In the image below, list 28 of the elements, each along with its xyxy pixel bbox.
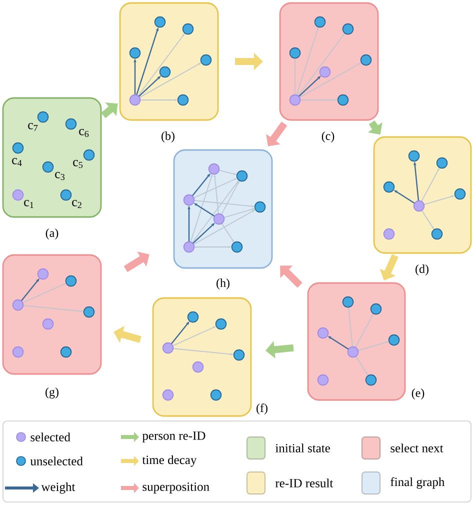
legend-text: time decay	[142, 455, 197, 467]
legend-text: weight	[41, 482, 76, 494]
legend-text: unselected	[30, 456, 83, 466]
block-arrow	[101, 102, 118, 118]
point-label: c$_{6}$	[79, 128, 89, 138]
point-label: c$_{7}$	[28, 123, 38, 131]
panel-caption: (h)	[216, 278, 230, 290]
legend-text: re-ID result	[275, 478, 334, 488]
panel-caption: (c)	[322, 132, 334, 142]
block-arrow	[124, 252, 150, 272]
panel-caption: (b)	[162, 132, 174, 142]
legend-text: person re-ID	[142, 432, 206, 442]
panel-caption: (g)	[46, 388, 58, 398]
legend-text: selected	[30, 432, 70, 442]
point-label: c$_{3}$	[55, 172, 65, 180]
block-arrow	[280, 266, 302, 288]
panel-caption: (f)	[256, 404, 268, 414]
panel-caption: (e)	[412, 388, 424, 400]
legend-text: initial state	[275, 444, 330, 452]
point-label: c$_{2}$	[72, 200, 82, 208]
point-label: c$_{1}$	[24, 200, 34, 208]
panel-caption: (a)	[46, 228, 58, 240]
point-label: c$_{5}$	[73, 160, 83, 168]
legend-text: final graph	[390, 477, 445, 489]
panel-caption: (d)	[416, 264, 428, 276]
legend-text: superposition	[142, 482, 210, 494]
point-label: c$_{4}$	[12, 158, 22, 166]
legend-text: select next	[390, 444, 444, 452]
